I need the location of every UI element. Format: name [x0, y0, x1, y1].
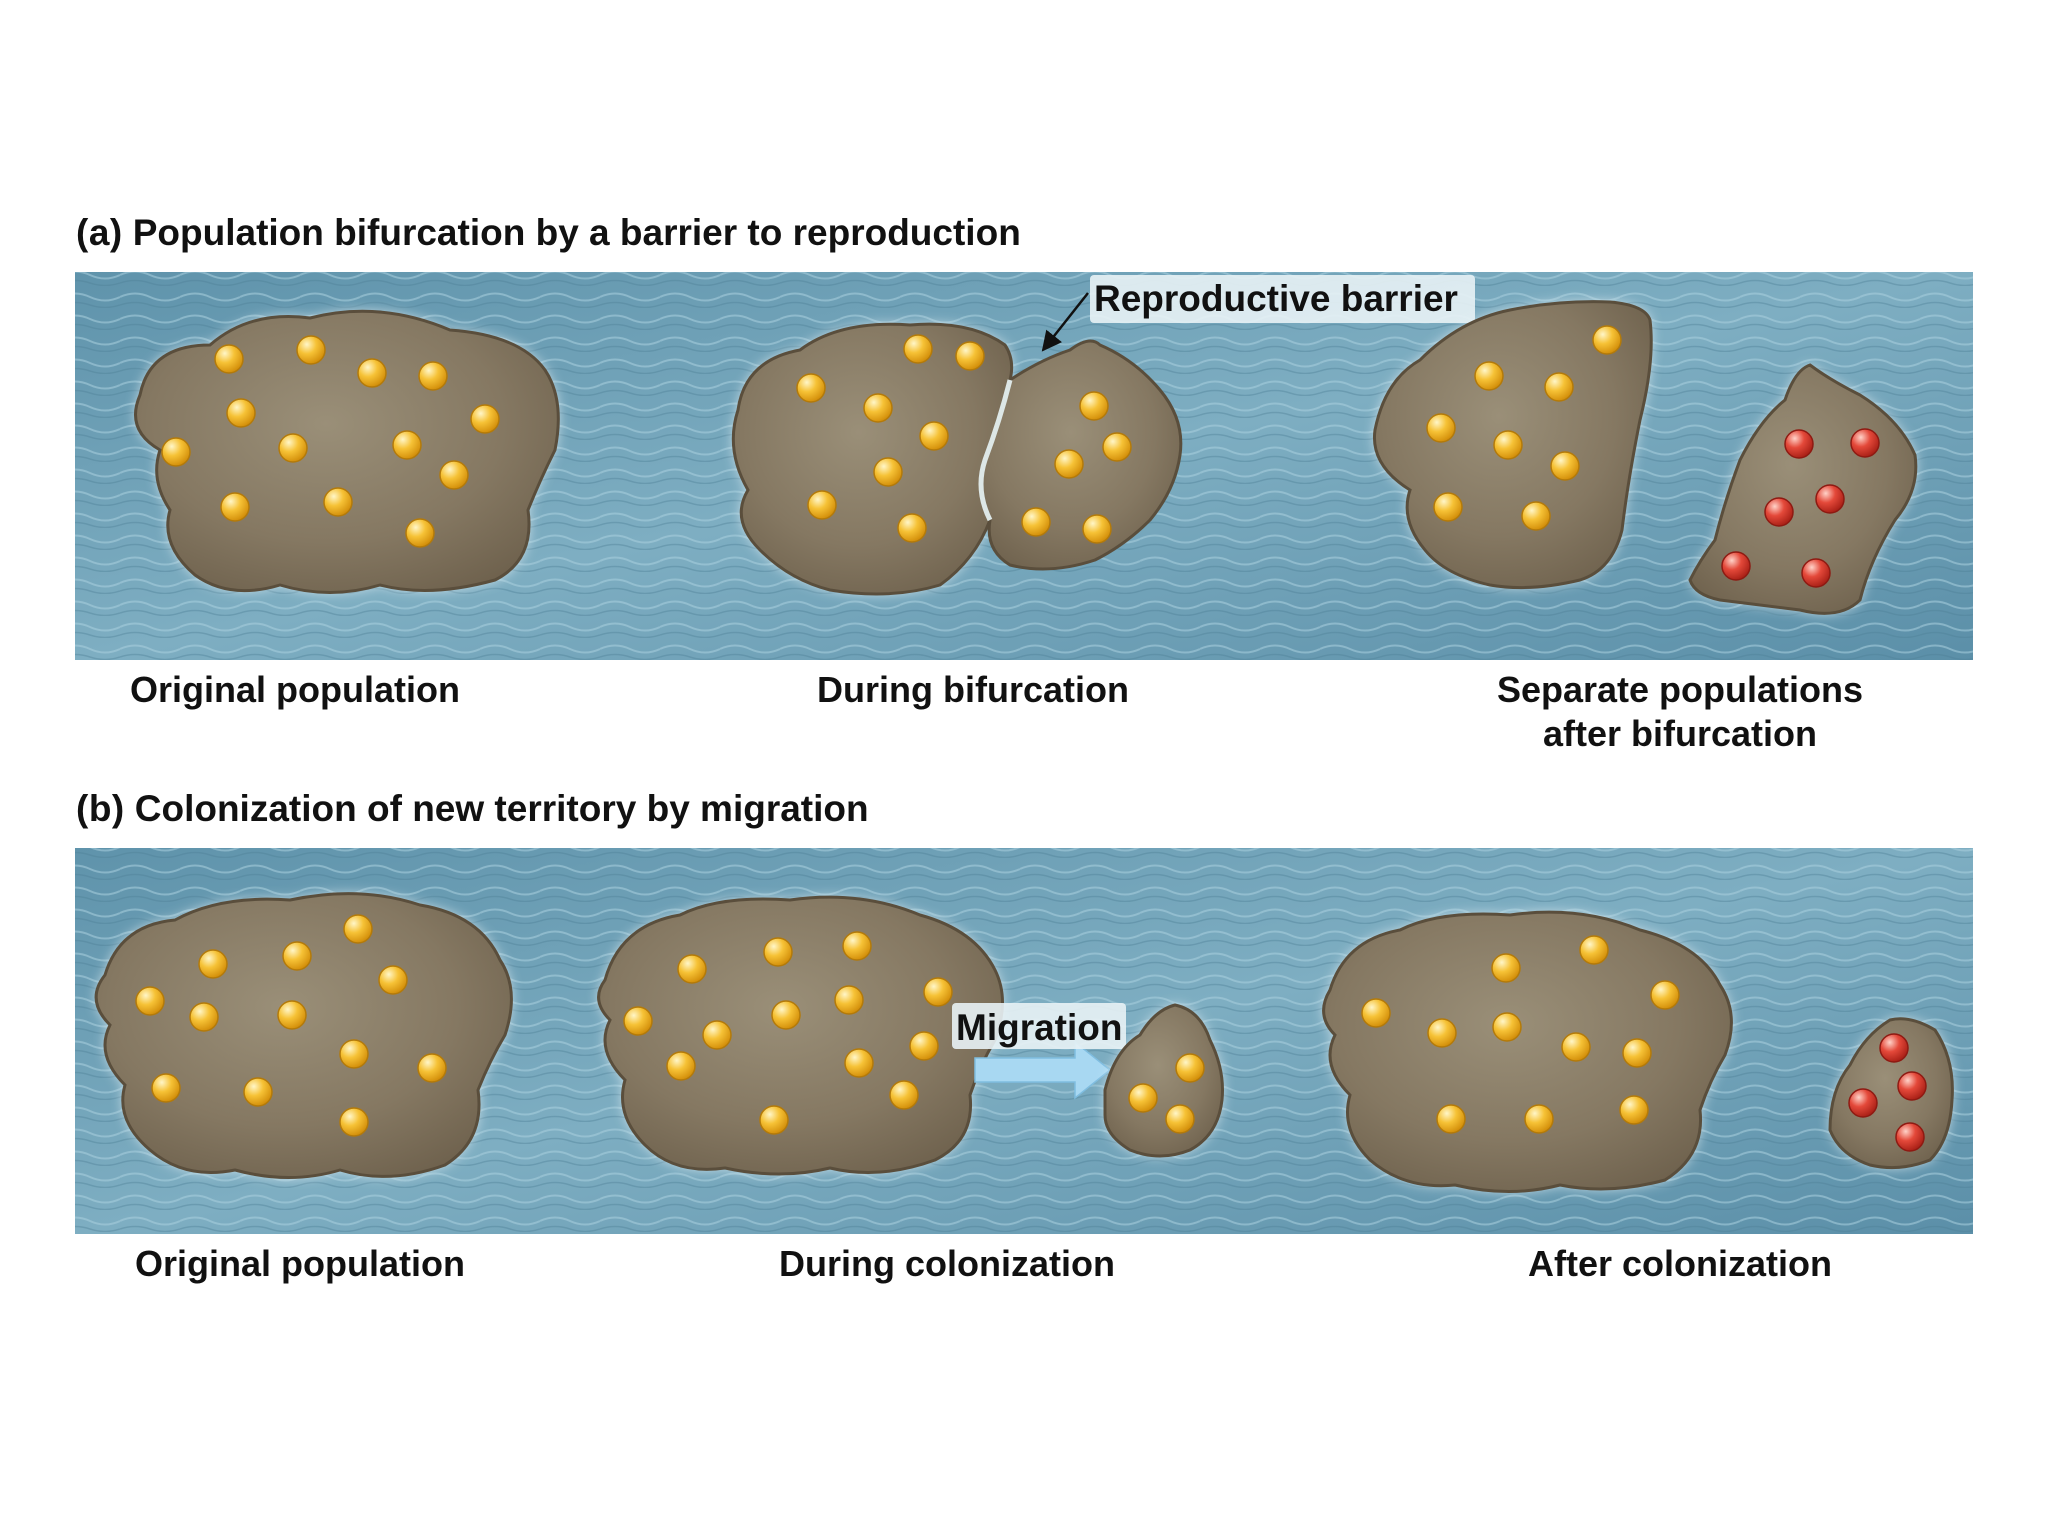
individual-original	[835, 986, 863, 1014]
individual-original	[344, 915, 372, 943]
individual-original	[1437, 1105, 1465, 1133]
individual-original	[152, 1074, 180, 1102]
individual-original	[667, 1052, 695, 1080]
migration-label: Migration	[956, 1007, 1122, 1048]
individual-original	[190, 1003, 218, 1031]
individual-original	[924, 978, 952, 1006]
caption-during-colonization-text: During colonization	[747, 1242, 1147, 1286]
individual-original	[1176, 1054, 1204, 1082]
individual-original	[703, 1021, 731, 1049]
individual-original	[1129, 1084, 1157, 1112]
individual-original	[843, 932, 871, 960]
individual-original	[340, 1108, 368, 1136]
individual-original	[678, 955, 706, 983]
caption-original-b-text: Original population	[100, 1242, 500, 1286]
caption-after-colonization-text: After colonization	[1480, 1242, 1880, 1286]
caption-after-colonization: After colonization	[1480, 1242, 1880, 1286]
individual-original	[278, 1001, 306, 1029]
individual-original	[764, 938, 792, 966]
individual-original	[624, 1007, 652, 1035]
individual-original	[379, 966, 407, 994]
island-during-colonization-main-b	[599, 897, 1003, 1174]
individual-original	[1166, 1105, 1194, 1133]
individual-original	[760, 1106, 788, 1134]
migration-callout: Migration	[952, 1003, 1126, 1049]
individual-original	[1562, 1033, 1590, 1061]
individual-original	[890, 1081, 918, 1109]
individual-original	[1492, 954, 1520, 982]
individual-original	[1620, 1096, 1648, 1124]
individual-original	[418, 1054, 446, 1082]
individual-original	[199, 950, 227, 978]
individual-new	[1896, 1123, 1924, 1151]
individual-original	[772, 1001, 800, 1029]
individual-original	[1623, 1039, 1651, 1067]
individual-original	[1428, 1019, 1456, 1047]
individual-original	[1651, 981, 1679, 1009]
individual-original	[1580, 936, 1608, 964]
individual-original	[910, 1032, 938, 1060]
caption-original-population-b: Original population	[100, 1242, 500, 1286]
individual-original	[283, 942, 311, 970]
individual-original	[1525, 1105, 1553, 1133]
individual-new	[1849, 1089, 1877, 1117]
individual-original	[136, 987, 164, 1015]
individual-original	[244, 1078, 272, 1106]
individual-new	[1898, 1072, 1926, 1100]
island-after-colonization-main-b	[1324, 912, 1732, 1191]
caption-during-colonization: During colonization	[747, 1242, 1147, 1286]
individual-new	[1880, 1034, 1908, 1062]
island-original-b	[96, 894, 511, 1178]
individual-original	[1493, 1013, 1521, 1041]
individual-original	[1362, 999, 1390, 1027]
individual-original	[340, 1040, 368, 1068]
individual-original	[845, 1049, 873, 1077]
